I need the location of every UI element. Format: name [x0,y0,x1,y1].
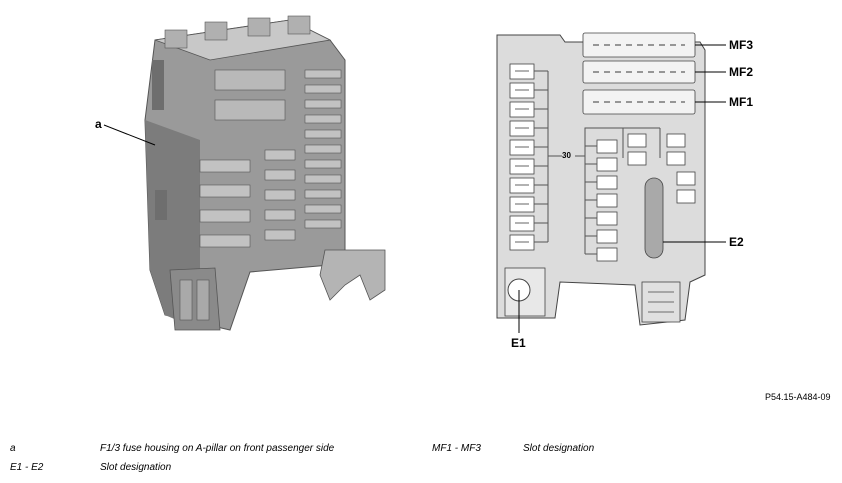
callout-e2: E2 [729,235,744,249]
reference-code: P54.15-A484-09 [765,392,831,402]
legend-key-e1-e2: E1 - E2 [10,462,44,473]
legend-key-a: a [10,443,16,454]
callout-mf3: MF3 [729,38,753,52]
e2-slot [644,177,664,259]
callout-line-a [103,124,156,146]
legend-key-mf1-mf3: MF1 - MF3 [432,443,481,454]
callout-a: a [95,117,102,131]
callout-e1: E1 [511,336,526,350]
callout-30: 30 [562,151,571,160]
callout-mf1: MF1 [729,95,753,109]
fuse-housing-3d-view [144,15,386,331]
callout-mf2: MF2 [729,65,753,79]
legend-text-mf1-mf3: Slot designation [523,443,595,454]
legend-text-e1-e2: Slot designation [100,462,172,473]
mf-strips [582,32,696,115]
legend-text-a: F1/3 fuse housing on A-pillar on front p… [100,443,335,454]
bus-lines [534,70,661,255]
fuse-box-top-view [496,32,706,326]
